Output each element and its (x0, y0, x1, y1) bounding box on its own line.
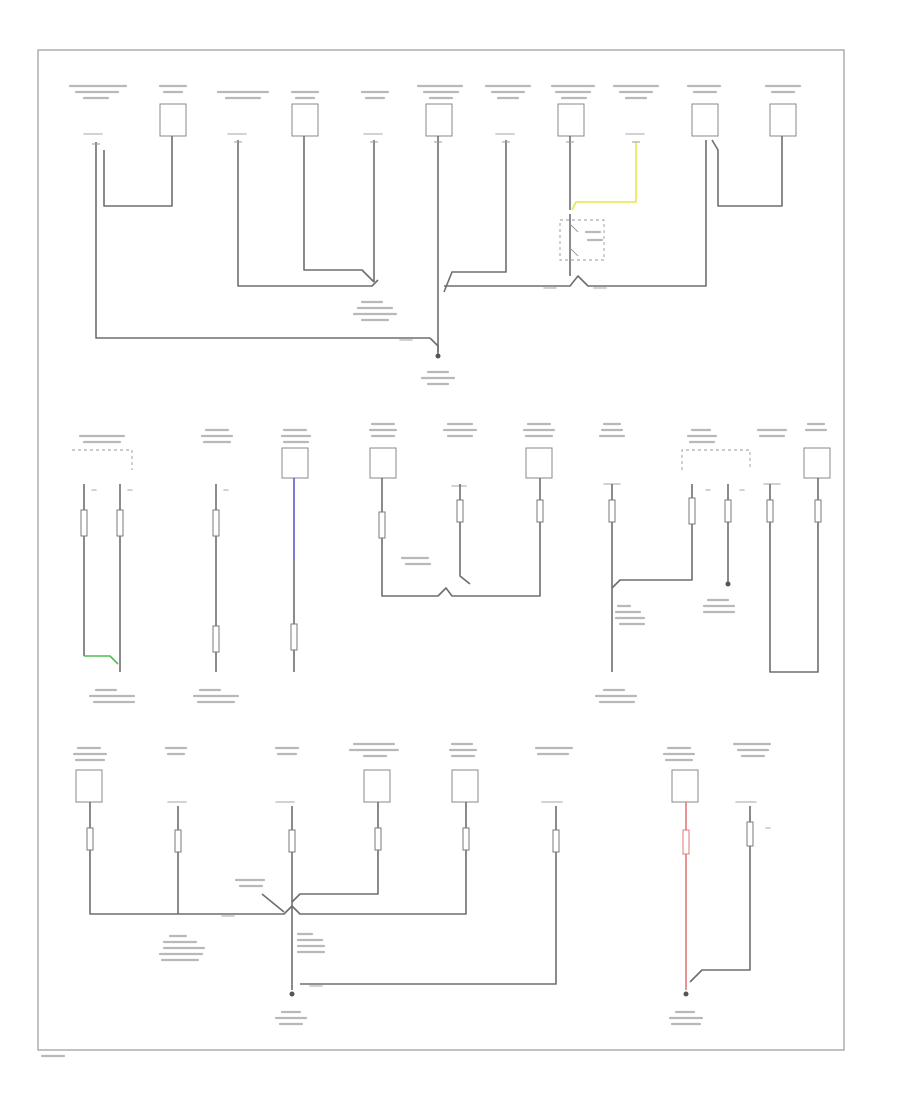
ground-label (594, 688, 638, 704)
ground-point (725, 581, 731, 587)
ground-label (668, 1010, 704, 1026)
ground-point (683, 991, 689, 997)
component-labels-middle (78, 422, 828, 444)
splice-label (234, 878, 266, 888)
ground-wires-middle (83, 478, 819, 673)
ground-label (88, 688, 136, 704)
ground-point (435, 353, 441, 359)
connector-ticks-top (92, 141, 640, 341)
inline-connectors-bottom (86, 821, 754, 855)
component-box (451, 769, 479, 803)
section-bottom (72, 742, 772, 1026)
ground-label (702, 598, 736, 614)
component-labels-bottom (72, 742, 772, 762)
ground-label (420, 370, 456, 386)
junction-box-label (584, 230, 604, 242)
component-box (159, 103, 187, 137)
component-box (525, 447, 553, 479)
component-box (769, 103, 797, 137)
component-box (363, 769, 391, 803)
ground-label (192, 688, 240, 704)
splice-label (296, 932, 326, 954)
splice-label (614, 604, 646, 626)
component-box (671, 769, 699, 803)
splice-label (158, 934, 206, 962)
component-outline (72, 449, 133, 470)
pin-labels-bottom (167, 801, 771, 829)
diagram-frame (37, 49, 845, 1051)
component-box (425, 103, 453, 137)
splice-label (400, 556, 432, 566)
ground-label (274, 1010, 308, 1026)
inline-connectors-middle (80, 497, 822, 653)
component-box (691, 103, 719, 137)
component-box (369, 447, 397, 479)
ground-wires-bottom (89, 802, 751, 990)
ground-point (289, 991, 295, 997)
component-box (281, 447, 309, 479)
component-box (557, 103, 585, 137)
component-labels-top (68, 84, 802, 100)
component-box (291, 103, 319, 137)
component-box (803, 447, 831, 479)
component-box (75, 769, 103, 803)
component-outline (681, 449, 751, 470)
section-middle (72, 422, 831, 704)
ground-wires-top (95, 136, 783, 352)
section-top (68, 84, 802, 386)
splice-label (352, 300, 398, 322)
pin-labels-middle (91, 483, 781, 491)
